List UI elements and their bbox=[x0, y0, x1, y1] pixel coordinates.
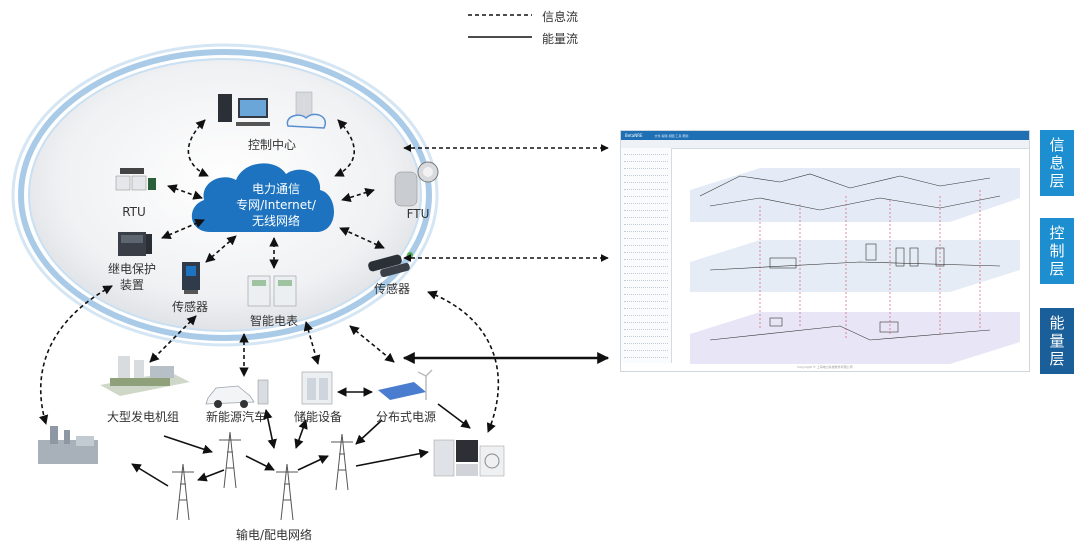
factory-icon bbox=[38, 426, 98, 464]
software-menu: 文件 编辑 视图 工具 帮助 bbox=[654, 133, 689, 138]
control-layer-tab: 控制层 bbox=[1040, 218, 1074, 284]
grid-label: 输电/配电网络 bbox=[235, 528, 313, 542]
distributed-energy-icon bbox=[378, 369, 433, 400]
cloud-label-line3: 无线网络 bbox=[251, 214, 300, 228]
control-center-icon bbox=[218, 91, 327, 129]
legend-energy-label: 能量流 bbox=[542, 32, 579, 46]
software-toolbar bbox=[621, 140, 1029, 149]
legend-info-label: 信息流 bbox=[542, 10, 579, 24]
ev-label: 新能源汽车 bbox=[205, 410, 267, 424]
energy-layer-label: 能量层 bbox=[1049, 314, 1065, 368]
tower-icon bbox=[172, 463, 194, 521]
info-flow-arrows bbox=[38, 119, 609, 433]
software-footer: Copyright © 上海电力系统软件有限公司 bbox=[797, 365, 853, 369]
smart-meter-label: 智能电表 bbox=[249, 314, 299, 328]
appliances-icon bbox=[433, 439, 505, 477]
tower-icon bbox=[331, 433, 353, 491]
energy-flow-arrows bbox=[131, 352, 610, 487]
cloud-network bbox=[191, 163, 334, 232]
transmission-towers bbox=[172, 431, 353, 521]
relay-label-line1: 继电保护 bbox=[107, 262, 157, 276]
ftu-label: FTU bbox=[406, 207, 430, 221]
tower-icon bbox=[219, 431, 241, 489]
ftu-icon bbox=[394, 161, 439, 207]
ev-icon bbox=[205, 379, 269, 408]
sensor-left-icon bbox=[182, 262, 200, 294]
control-center-label: 控制中心 bbox=[247, 138, 297, 152]
software-tree-panel bbox=[621, 148, 672, 363]
software-window: BetaNRE 文件 编辑 视图 工具 帮助 Copyright © 上海电力系… bbox=[620, 130, 1030, 372]
rtu-icon bbox=[115, 168, 156, 191]
cloud-label-line2: 专网/Internet/ bbox=[236, 198, 316, 212]
software-app-name: BetaNRE bbox=[625, 133, 643, 138]
software-titlebar: BetaNRE 文件 编辑 视图 工具 帮助 bbox=[621, 131, 1029, 140]
sensor-left-label: 传感器 bbox=[171, 300, 209, 314]
storage-icon bbox=[301, 371, 333, 405]
tower-icon bbox=[276, 463, 298, 521]
smart-meter-icon bbox=[247, 275, 297, 307]
control-layer-label: 控制层 bbox=[1049, 224, 1065, 278]
sensor-right-label: 传感器 bbox=[373, 282, 411, 296]
cloud-label-line1: 电力通信 bbox=[251, 182, 300, 196]
storage-label: 储能设备 bbox=[293, 410, 343, 424]
info-layer-tab: 信息层 bbox=[1040, 130, 1074, 196]
legend bbox=[468, 14, 532, 38]
energy-layer-tab: 能量层 bbox=[1040, 308, 1074, 374]
cloud-label: 电力通信 专网/Internet/ 无线网络 bbox=[221, 181, 331, 229]
power-plant-icon bbox=[100, 356, 190, 396]
distributed-label: 分布式电源 bbox=[375, 410, 437, 424]
info-layer-label: 信息层 bbox=[1049, 136, 1065, 190]
relay-label-line2: 装置 bbox=[119, 278, 145, 292]
relay-protection-icon bbox=[118, 232, 152, 256]
rtu-label: RTU bbox=[122, 205, 146, 219]
power-plant-label: 大型发电机组 bbox=[106, 410, 180, 424]
